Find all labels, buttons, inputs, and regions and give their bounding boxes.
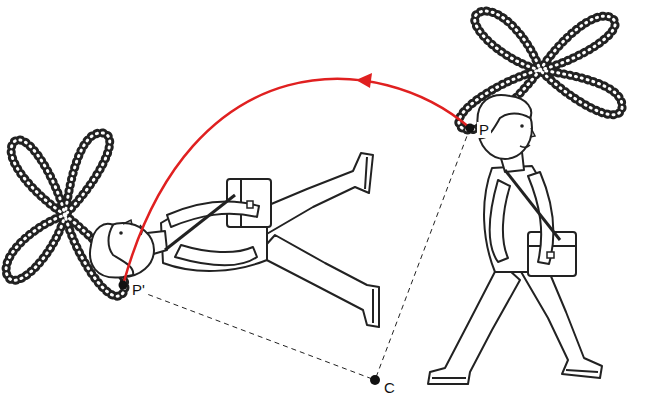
point-dot xyxy=(119,281,128,290)
rotated-figure xyxy=(6,133,379,327)
original-figure xyxy=(428,11,622,384)
radius-line xyxy=(123,285,375,380)
point-label: P' xyxy=(130,282,147,298)
center-label: C xyxy=(382,380,397,396)
rotation-arc xyxy=(123,79,470,285)
point-dot xyxy=(466,124,475,133)
center-dot xyxy=(370,375,380,385)
point-label: P xyxy=(477,122,491,138)
arrowhead xyxy=(356,73,372,88)
radius-line xyxy=(375,128,470,380)
